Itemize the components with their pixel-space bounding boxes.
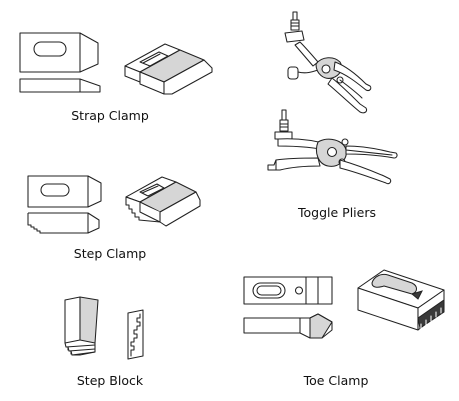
toe-clamp-iso-view bbox=[357, 269, 445, 331]
toe-clamp-side-view bbox=[243, 313, 333, 339]
strap-clamp-label: Strap Clamp bbox=[71, 108, 149, 123]
toe-clamp-figure bbox=[243, 269, 445, 339]
step-clamp-top-view bbox=[27, 175, 102, 208]
strap-clamp-side-view bbox=[19, 78, 101, 93]
step-clamp-label: Step Clamp bbox=[73, 246, 147, 261]
step-clamp-iso-view bbox=[125, 176, 201, 227]
strap-clamp-figure bbox=[19, 32, 213, 95]
strap-clamp-iso-view bbox=[124, 43, 213, 95]
step-clamp-side-view bbox=[27, 212, 100, 234]
step-clamp-figure bbox=[27, 175, 201, 234]
toggle-pliers-label: Toggle Pliers bbox=[298, 205, 376, 220]
step-block-figure bbox=[64, 296, 144, 360]
toe-clamp-label: Toe Clamp bbox=[303, 373, 369, 388]
toe-clamp-top-view bbox=[243, 276, 333, 305]
toggle-pliers-lower bbox=[267, 109, 398, 185]
strap-clamp-top-view bbox=[19, 32, 99, 73]
toggle-pliers-upper bbox=[284, 11, 372, 114]
step-block-iso-view bbox=[64, 296, 99, 356]
step-block-side-view bbox=[127, 309, 144, 360]
step-block-label: Step Block bbox=[76, 373, 144, 388]
